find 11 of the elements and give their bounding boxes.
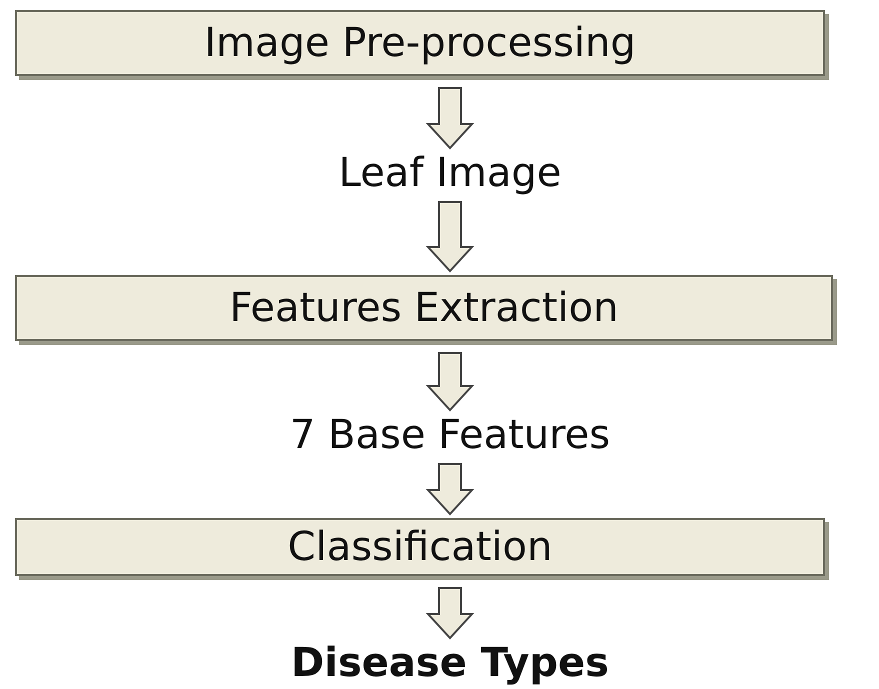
box-label: Features Extraction xyxy=(230,285,618,331)
step-output-text: 7 Base Features xyxy=(290,412,610,458)
block-arrow xyxy=(426,201,474,272)
step-output-text: Leaf Image xyxy=(338,150,562,196)
block-arrow xyxy=(426,352,474,412)
box-label: Image Pre-processing xyxy=(204,20,636,66)
block-arrow xyxy=(426,87,474,150)
box-label: Classification xyxy=(288,524,552,570)
step-output-text: Disease Types xyxy=(291,640,609,686)
block-arrow xyxy=(426,587,474,640)
block-arrow xyxy=(426,463,474,516)
